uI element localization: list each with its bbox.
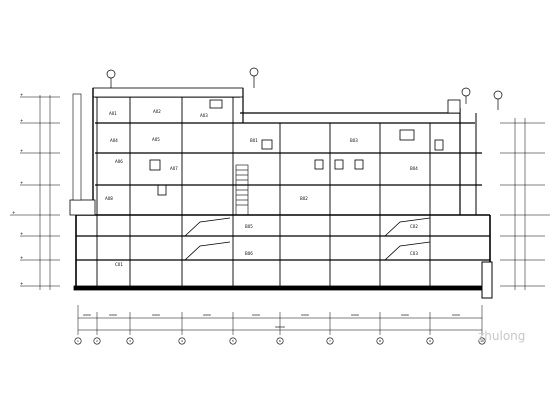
dimension-values: 0000 0000 0000 0000 0000 0000 0000 0000 … [83, 313, 460, 329]
axis-labels: 1 2 3 4 5 6 7 8 9 10 [77, 339, 484, 343]
axis-bubble-icon [126, 337, 134, 345]
room-label: C01 [115, 262, 123, 267]
room-label: B04 [410, 166, 418, 171]
ground-slab [73, 285, 493, 291]
room-label: B01 [250, 138, 258, 143]
dimension-value: 0000 [83, 313, 91, 317]
section-marker-icon [249, 67, 259, 77]
stair [235, 164, 249, 216]
room-label: C02 [410, 224, 418, 229]
axis-label: 8 [379, 339, 381, 343]
axis-bubble-icon [376, 337, 384, 345]
axis-bubble-icon [229, 337, 237, 345]
axis-bubble-icon [276, 337, 284, 345]
left-elevation-marks [10, 95, 60, 290]
section-markers [106, 67, 503, 110]
dimension-value: 0000 [452, 313, 460, 317]
dimension-value: 0000 [351, 313, 359, 317]
room-label: A02 [153, 109, 161, 114]
watermark: zhulong [478, 329, 525, 343]
room-label: A07 [170, 166, 178, 171]
axis-label: 7 [329, 339, 331, 343]
level-mark: + [12, 210, 15, 215]
section-marker-icon [106, 69, 116, 79]
axis-bubble-icon [326, 337, 334, 345]
axis-label: 5 [232, 339, 234, 343]
room-label: B03 [350, 138, 358, 143]
section-marker-icon [493, 90, 503, 100]
level-mark: + [20, 255, 23, 260]
overall-dimension: 00000 [275, 325, 285, 329]
dimension-value: 0000 [301, 313, 309, 317]
dimension-value: 0000 [401, 313, 409, 317]
axis-bubble-icon [93, 337, 101, 345]
level-mark: + [20, 148, 23, 153]
dimension-value: 0000 [109, 313, 117, 317]
axis-label: 3 [129, 339, 131, 343]
dimension-value: 0000 [252, 313, 260, 317]
axis-label: 2 [96, 339, 98, 343]
room-label: A06 [115, 159, 123, 164]
right-foundation [481, 261, 493, 299]
axis-bubble-icon [426, 337, 434, 345]
axis-label: 4 [181, 339, 183, 343]
dimension-value: 0000 [152, 313, 160, 317]
room-label: B05 [245, 224, 253, 229]
axis-label: 10 [480, 339, 484, 343]
room-label: A05 [152, 137, 160, 142]
room-label: A08 [105, 196, 113, 201]
room-label: B06 [245, 251, 253, 256]
dimension-value: 0000 [203, 313, 211, 317]
room-label: A03 [200, 113, 208, 118]
axis-bubble-icon [478, 337, 486, 345]
room-label: A04 [110, 138, 118, 143]
axis-label: 6 [279, 339, 281, 343]
axis-label: 1 [77, 339, 79, 343]
right-elevation-marks [500, 118, 550, 290]
axis-bubbles [74, 337, 486, 345]
building-structure [69, 87, 493, 299]
section-marker-icon [461, 87, 471, 97]
level-mark: + [20, 92, 23, 97]
room-label: A01 [109, 111, 117, 116]
level-mark: + [20, 231, 23, 236]
level-mark: + [20, 118, 23, 123]
level-mark: + [20, 281, 23, 286]
level-mark: + [20, 180, 23, 185]
column-lines [96, 97, 431, 286]
room-label: C03 [410, 251, 418, 256]
room-label: B02 [300, 196, 308, 201]
dimension-lines [77, 305, 483, 335]
axis-bubble-icon [74, 337, 82, 345]
axis-label: 9 [429, 339, 431, 343]
level-labels: + + + + + + + + [12, 92, 23, 286]
room-labels: A01 A02 A03 A04 A05 A06 A07 A08 B01 B02 … [105, 109, 418, 267]
axis-bubble-icon [178, 337, 186, 345]
